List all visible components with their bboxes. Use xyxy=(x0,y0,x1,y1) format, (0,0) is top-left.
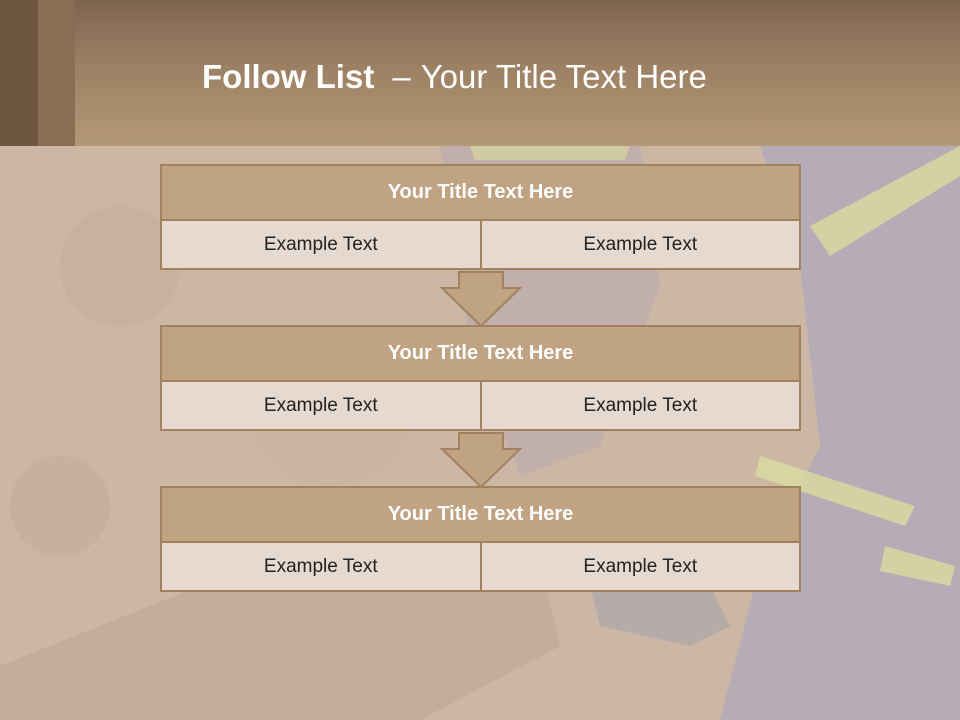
follow-list-step: Your Title Text Here Example Text Exampl… xyxy=(160,325,801,431)
step-cell-left: Example Text xyxy=(160,543,482,592)
step-title: Your Title Text Here xyxy=(160,164,801,221)
step-row: Example Text Example Text xyxy=(160,382,801,431)
header-accent-stripe xyxy=(38,0,75,146)
step-cell-left: Example Text xyxy=(160,382,482,431)
slide-title-rest: Your Title Text Here xyxy=(420,58,707,95)
follow-list-step: Your Title Text Here Example Text Exampl… xyxy=(160,164,801,270)
step-title: Your Title Text Here xyxy=(160,486,801,543)
down-arrow-icon xyxy=(439,271,523,328)
slide-title-bold: Follow List xyxy=(202,58,375,95)
slide-title-separator: – xyxy=(392,58,411,95)
step-cell-left: Example Text xyxy=(160,221,482,270)
step-row: Example Text Example Text xyxy=(160,543,801,592)
step-title: Your Title Text Here xyxy=(160,325,801,382)
down-arrow-icon xyxy=(439,432,523,489)
header-accent-stripe xyxy=(0,0,38,146)
follow-list-step: Your Title Text Here Example Text Exampl… xyxy=(160,486,801,592)
header-band: Follow List–Your Title Text Here xyxy=(0,0,960,146)
step-cell-right: Example Text xyxy=(479,221,801,270)
slide-title: Follow List–Your Title Text Here xyxy=(202,55,707,99)
step-row: Example Text Example Text xyxy=(160,221,801,270)
step-cell-right: Example Text xyxy=(479,382,801,431)
step-cell-right: Example Text xyxy=(479,543,801,592)
